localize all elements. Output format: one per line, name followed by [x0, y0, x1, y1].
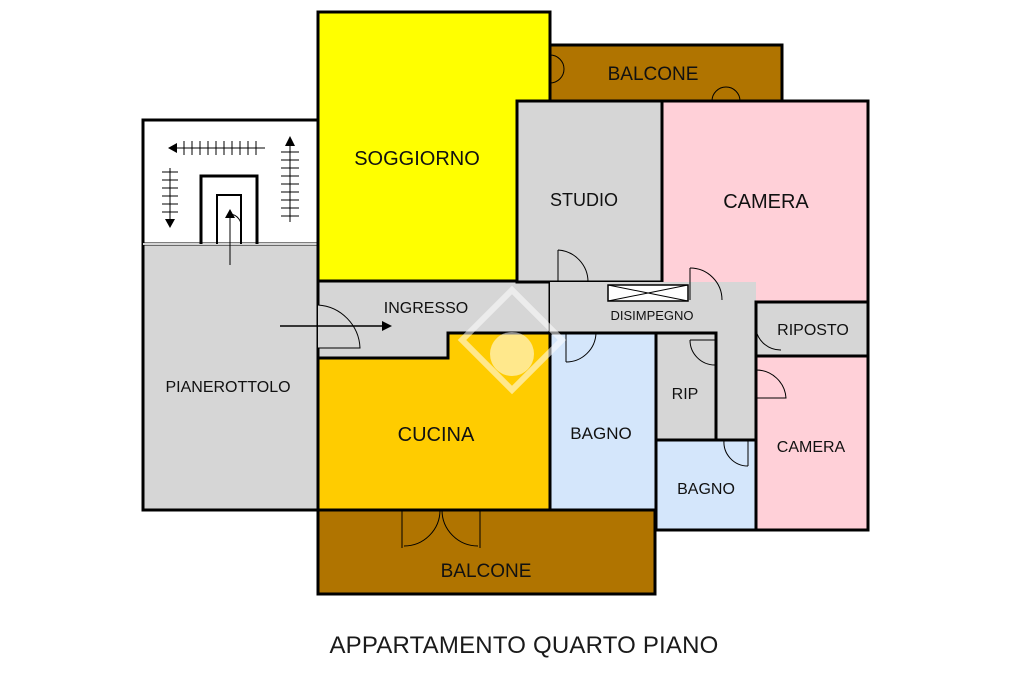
label-balcone-top: BALCONE [608, 64, 699, 85]
stair-inner [216, 194, 242, 244]
label-balcone-bottom: BALCONE [441, 561, 532, 582]
label-bagno-small: BAGNO [677, 481, 735, 498]
label-ingresso: INGRESSO [384, 300, 468, 317]
label-camera-small: CAMERA [777, 439, 846, 456]
watermark-logo [457, 285, 567, 395]
label-soggiorno: SOGGIORNO [354, 148, 480, 170]
plan-title: APPARTAMENTO QUARTO PIANO [329, 632, 719, 659]
label-studio: STUDIO [550, 190, 618, 210]
balcone-bottom [316, 508, 657, 596]
label-bagno-main: BAGNO [570, 424, 631, 443]
bagno-small-room [654, 438, 758, 532]
riposto-room [754, 300, 870, 358]
label-riposto: RIPOSTO [777, 322, 849, 339]
disimpegno-room [550, 282, 756, 440]
label-disimpegno: DISIMPEGNO [610, 308, 693, 323]
camera-small-room [754, 354, 870, 532]
balcone-top [548, 43, 784, 103]
stair-arrows [162, 136, 299, 265]
label-camera-main: CAMERA [723, 191, 809, 213]
pianerottolo-room [141, 242, 320, 512]
stair-well [199, 174, 259, 244]
label-pianerottolo: PIANEROTTOLO [165, 379, 290, 396]
label-cucina: CUCINA [398, 424, 475, 446]
soggiorno-room [316, 10, 552, 283]
label-rip: RIP [672, 386, 699, 403]
rip-room [654, 331, 718, 442]
